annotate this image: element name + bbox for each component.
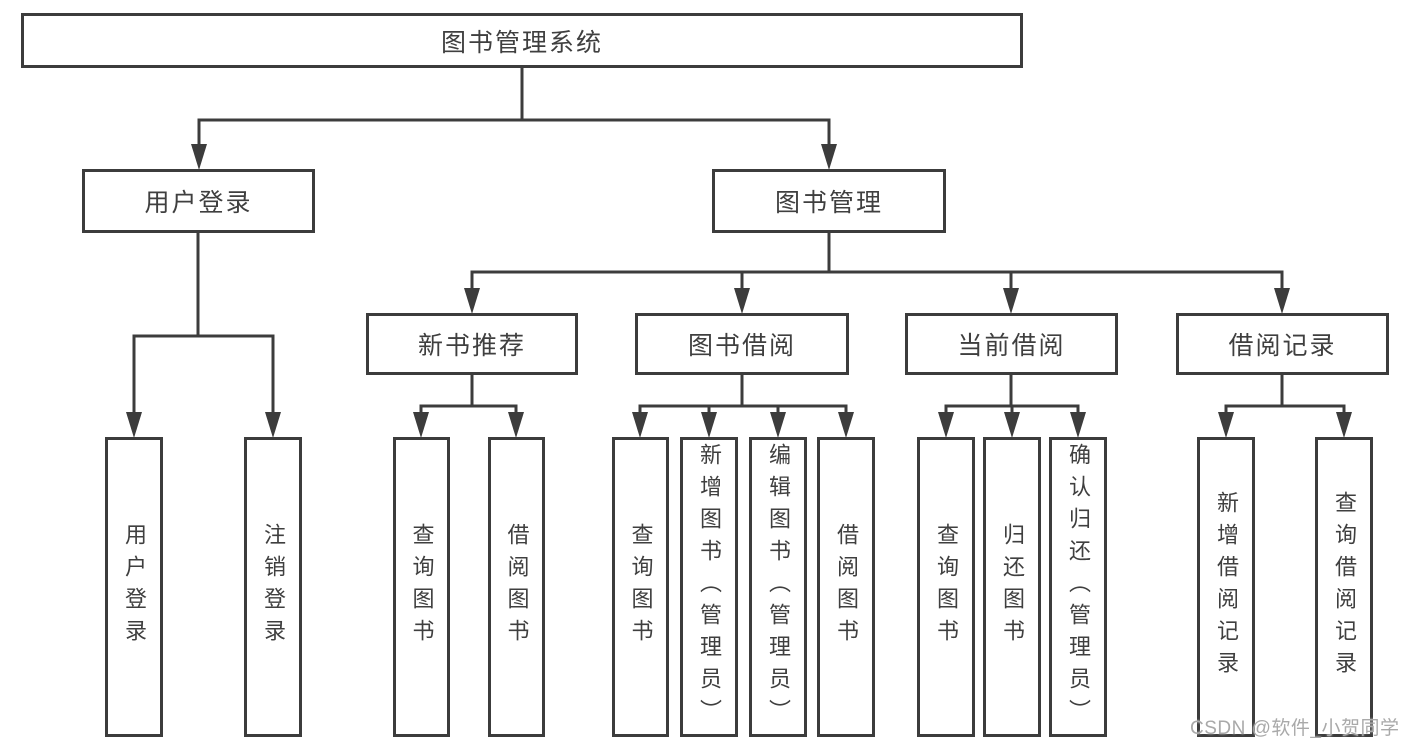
leaf-return-books: 归还图书	[983, 437, 1041, 737]
leaf-logout: 注销登录	[244, 437, 302, 737]
leaf-query-books-borrow: 查询图书	[612, 437, 669, 737]
leaf-user-login: 用户登录	[105, 437, 163, 737]
node-borrowing-records: 借阅记录	[1176, 313, 1389, 375]
leaf-edit-book-admin: 编辑图书（管理员）	[749, 437, 807, 737]
leaf-borrow-books-borrow: 借阅图书	[817, 437, 875, 737]
leaf-query-books-current: 查询图书	[917, 437, 975, 737]
node-root: 图书管理系统	[21, 13, 1023, 68]
node-user-login: 用户登录	[82, 169, 315, 233]
leaf-confirm-return-admin: 确认归还（管理员）	[1049, 437, 1107, 737]
leaf-borrow-books-recommend: 借阅图书	[488, 437, 545, 737]
node-book-management: 图书管理	[712, 169, 946, 233]
leaf-query-books-recommend: 查询图书	[393, 437, 450, 737]
node-book-borrowing: 图书借阅	[635, 313, 849, 375]
leaf-add-borrow-record: 新增借阅记录	[1197, 437, 1255, 737]
leaf-query-borrow-record: 查询借阅记录	[1315, 437, 1373, 737]
leaf-add-book-admin: 新增图书（管理员）	[680, 437, 738, 737]
node-current-borrowing: 当前借阅	[905, 313, 1118, 375]
node-new-book-recommend: 新书推荐	[366, 313, 578, 375]
watermark: CSDN @软件_小贺同学	[1190, 718, 1400, 739]
